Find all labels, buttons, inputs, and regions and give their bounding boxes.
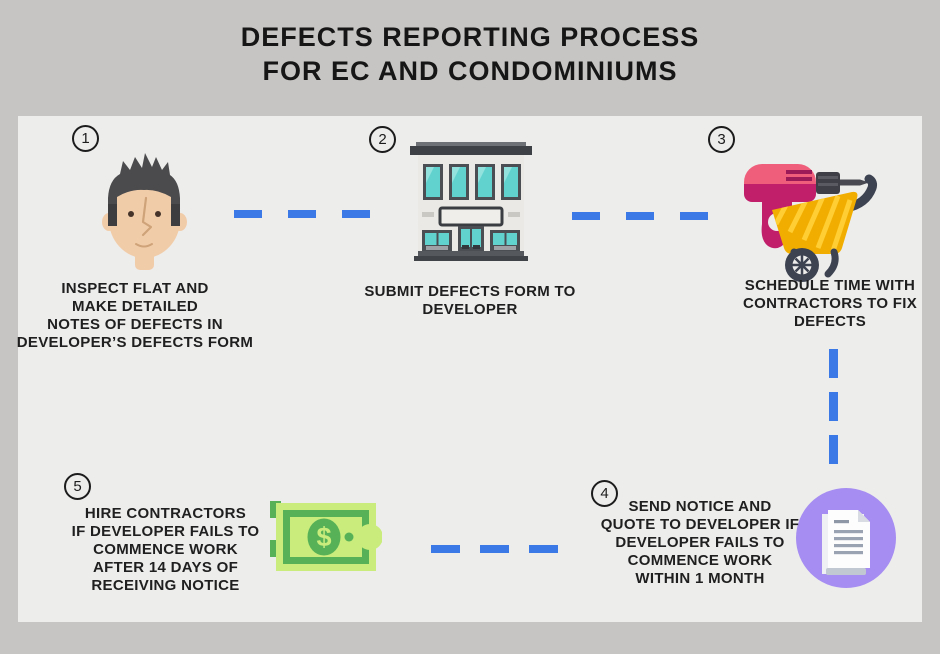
step-5-line: IF DEVELOPER FAILS TO — [71, 523, 260, 540]
flow-connector-3-4 — [829, 349, 838, 465]
page-title-line1: DEFECTS REPORTING PROCESS — [240, 22, 700, 52]
step-3-number: 3 — [717, 131, 726, 148]
step-1-number: 1 — [81, 130, 90, 147]
step-5-number-badge: 5 — [64, 473, 91, 500]
step-2-text: SUBMIT DEFECTS FORM TO DEVELOPER — [350, 283, 590, 319]
dollar-sign: $ — [316, 522, 331, 552]
step-5-line: HIRE CONTRACTORS — [84, 505, 247, 522]
flow-connector-4-5 — [431, 545, 558, 553]
step-2-line: SUBMIT DEFECTS FORM TO — [364, 283, 576, 300]
man-face-icon — [92, 148, 197, 278]
step-1-line: MAKE DETAILED — [71, 298, 199, 315]
step-4-line: COMMENCE WORK — [627, 552, 773, 569]
step-1-text: INSPECT FLAT AND MAKE DETAILED NOTES OF … — [15, 280, 255, 352]
step-4-line: SEND NOTICE AND — [628, 498, 772, 515]
step-3-text: SCHEDULE TIME WITH CONTRACTORS TO FIX DE… — [728, 277, 932, 331]
building-icon — [406, 142, 536, 264]
step-5-text: HIRE CONTRACTORS IF DEVELOPER FAILS TO C… — [63, 505, 268, 595]
step-4-line: QUOTE TO DEVELOPER IF — [600, 516, 800, 533]
step-3-line: CONTRACTORS TO FIX — [742, 295, 918, 312]
step-3-line: SCHEDULE TIME WITH — [744, 277, 916, 294]
step-5-line: COMMENCE WORK — [93, 541, 238, 558]
money-icon: $ — [270, 495, 383, 579]
step-3-line: DEFECTS — [793, 313, 867, 330]
page-title: DEFECTS REPORTING PROCESS FOR EC AND CON… — [0, 20, 940, 88]
step-4-line: WITHIN 1 MONTH — [635, 570, 765, 587]
step-2-number: 2 — [378, 131, 387, 148]
step-4-line: DEVELOPER FAILS TO — [615, 534, 785, 551]
step-4-text: SEND NOTICE AND QUOTE TO DEVELOPER IF DE… — [597, 498, 803, 588]
flow-connector-1-2 — [234, 210, 370, 218]
page-title-line2: FOR EC AND CONDOMINIUMS — [262, 56, 678, 86]
step-1-line: INSPECT FLAT AND — [61, 280, 209, 297]
step-3-number-badge: 3 — [708, 126, 735, 153]
drill-and-wheelbarrow-icon — [736, 146, 896, 286]
step-5-number: 5 — [73, 478, 82, 495]
step-5-line: AFTER 14 DAYS OF — [92, 559, 239, 576]
step-1-number-badge: 1 — [72, 125, 99, 152]
step-1-line: NOTES OF DEFECTS IN — [47, 316, 223, 333]
step-1-line: DEVELOPER’S DEFECTS FORM — [16, 334, 254, 351]
step-2-line: DEVELOPER — [422, 301, 518, 318]
flow-connector-2-3 — [572, 212, 708, 220]
step-2-number-badge: 2 — [369, 126, 396, 153]
step-5-line: RECEIVING NOTICE — [91, 577, 240, 594]
notice-document-icon — [796, 488, 896, 588]
step-4-number: 4 — [600, 485, 609, 502]
step-4-number-badge: 4 — [591, 480, 618, 507]
